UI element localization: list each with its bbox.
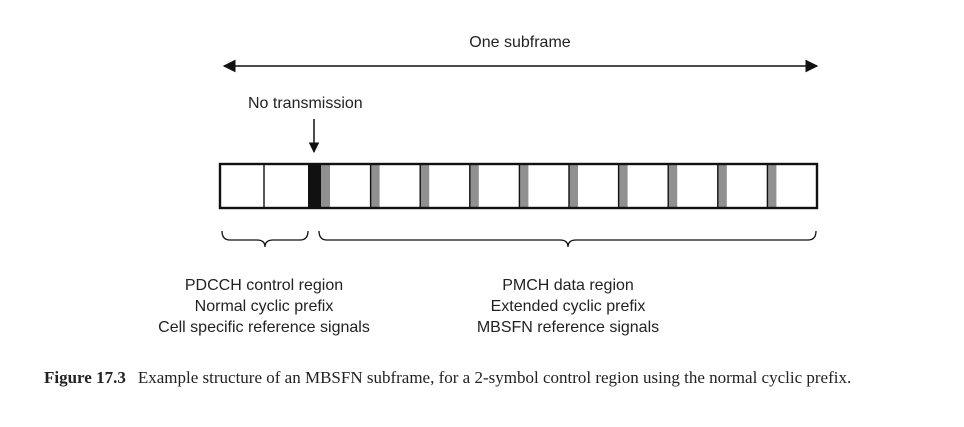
extended-cyclic-prefix-7 [618, 164, 628, 208]
extended-cyclic-prefix-2 [370, 164, 380, 208]
no-transmission-gap [308, 164, 321, 208]
data-region-line-3: MBSFN reference signals [477, 319, 659, 336]
data-region-line-1: PMCH data region [502, 277, 634, 294]
normal-symbol-2 [264, 164, 308, 208]
normal-symbol-1 [220, 164, 264, 208]
extended-cyclic-prefix-10 [767, 164, 777, 208]
extended-cyclic-prefix-3 [420, 164, 430, 208]
caption-text: Example structure of an MBSFN subframe, … [137, 368, 852, 387]
symbol-row [218, 162, 819, 210]
control-region-line-1: PDCCH control region [185, 277, 343, 294]
data-region-line-2: Extended cyclic prefix [491, 298, 646, 315]
extended-cyclic-prefix-8 [668, 164, 678, 208]
mbsfn-subframe-diagram: One subframe No transmission PDCCH contr… [158, 34, 819, 336]
extended-cyclic-prefix-4 [469, 164, 479, 208]
subframe-label: One subframe [469, 34, 570, 51]
no-transmission-label: No transmission [248, 95, 363, 112]
data-region-brace [318, 230, 817, 248]
extended-cyclic-prefix-9 [717, 164, 727, 208]
figure-caption: Figure 17.3 Example structure of an MBSFN… [44, 366, 924, 390]
control-region-line-2: Normal cyclic prefix [195, 298, 334, 315]
extended-cyclic-prefix-5 [519, 164, 529, 208]
subframe-outline [218, 162, 819, 210]
control-region-line-3: Cell specific reference signals [158, 319, 370, 336]
extended-cyclic-prefix-1 [321, 164, 330, 208]
figure-number: Figure 17.3 [44, 368, 126, 387]
control-region-brace [221, 230, 309, 248]
extended-cyclic-prefix-6 [569, 164, 578, 208]
